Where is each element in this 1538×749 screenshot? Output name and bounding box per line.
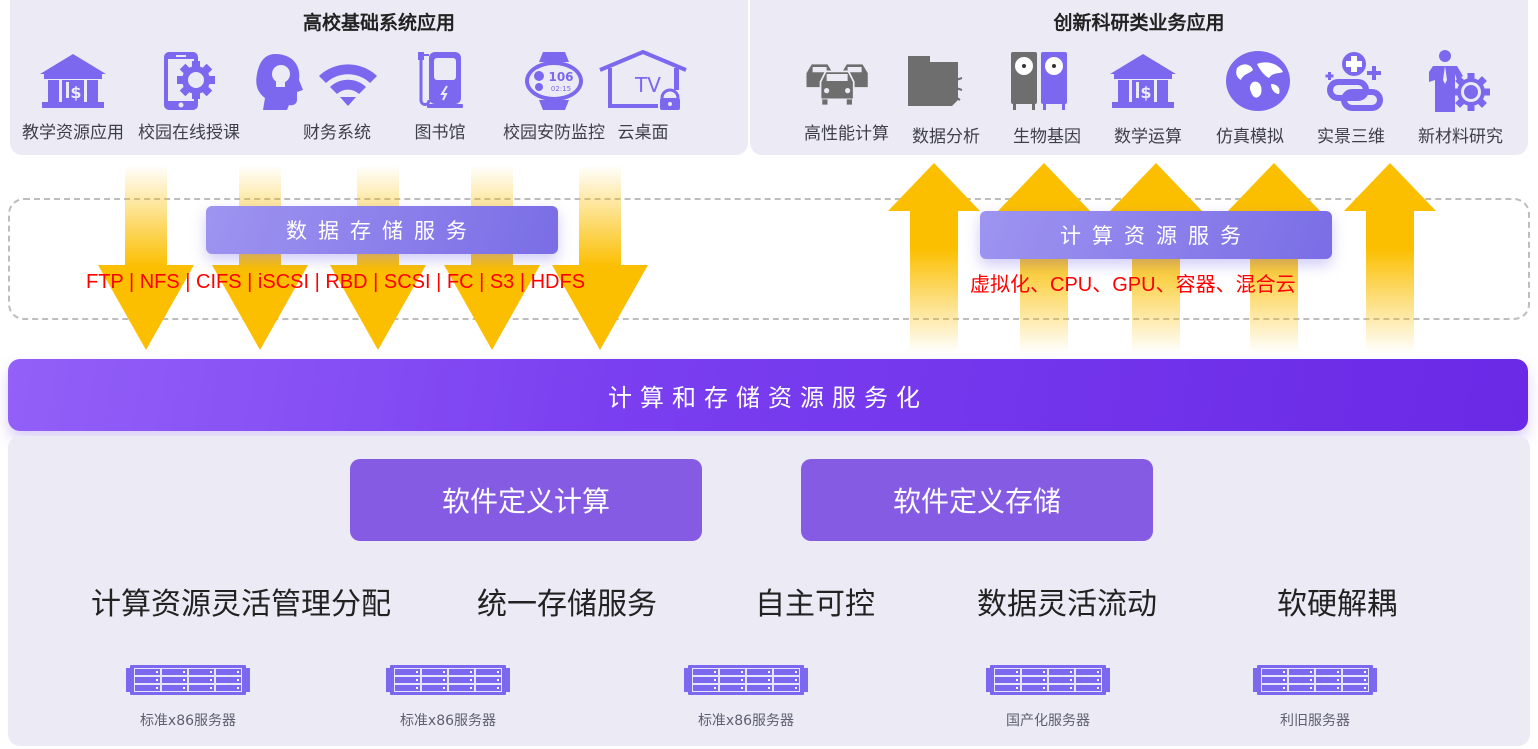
house-tv-lock-icon: TV [598, 50, 688, 112]
folder-icon [900, 50, 970, 112]
feature-autonomous-control: 自主可控 [755, 587, 875, 622]
feature-decoupling: 软硬解耦 [1277, 587, 1397, 622]
app-finance[interactable]: 财务系统 [255, 50, 371, 143]
link-plus-icon [1322, 50, 1392, 112]
resource-servitization-bar: 计算和存储资源服务化 [8, 359, 1528, 431]
services-band [8, 198, 1530, 320]
server-item: 国产化服务器 [986, 664, 1110, 730]
down-arrow-icon [212, 165, 308, 350]
campus-apps-panel: 高校基础系统应用 [10, 0, 748, 155]
server-label: 利旧服务器 [1280, 713, 1350, 729]
bank-building-icon [38, 50, 108, 112]
app-label: 数据分析 [912, 127, 980, 147]
smartwatch-icon: 106 02:15 [519, 50, 589, 112]
app-math[interactable] [1108, 50, 1178, 112]
app-label: 数学运算 [1114, 127, 1182, 147]
server-rack-icon [986, 664, 1110, 696]
app-campus-security[interactable]: 106 02:15 校园安防监控 [503, 50, 605, 143]
svg-text:02:15: 02:15 [551, 85, 571, 93]
person-gear-icon [1425, 50, 1495, 112]
app-bio-gene[interactable] [1005, 50, 1075, 112]
charger-icon [405, 50, 475, 112]
infrastructure-panel: 软件定义计算 软件定义存储 计算资源灵活管理分配 统一存储服务 自主可控 数据灵… [8, 436, 1530, 746]
app-label: 财务系统 [303, 123, 371, 143]
down-arrow-icon [444, 165, 540, 350]
software-defined-storage-button[interactable]: 软件定义存储 [801, 459, 1153, 541]
server-item: 标准x86服务器 [126, 664, 250, 730]
server-item: 标准x86服务器 [386, 664, 510, 730]
server-rack-icon [1253, 664, 1377, 696]
server-label: 国产化服务器 [1006, 713, 1090, 729]
wifi-icon [313, 50, 383, 112]
cars-icon [803, 50, 873, 112]
app-library[interactable]: 图书馆 [405, 50, 475, 143]
app-label: 教学资源应用 [22, 123, 124, 143]
app-label: 新材料研究 [1418, 127, 1503, 147]
app-label: 图书馆 [414, 123, 466, 143]
bank-building-icon [1108, 50, 1178, 112]
app-label: 实景三维 [1317, 127, 1385, 147]
storage-protocols-text: FTP | NFS | CIFS | iSCSI | RBD | SCSI | … [86, 271, 586, 293]
down-arrow-icon [330, 165, 426, 350]
svg-text:TV: TV [634, 73, 661, 97]
app-data-analysis[interactable] [900, 50, 970, 112]
compute-protocols-text: 虚拟化、CPU、GPU、容器、混合云 [970, 274, 1296, 296]
server-item: 标准x86服务器 [684, 664, 808, 730]
server-rack-icon [126, 664, 250, 696]
app-3d-reality[interactable] [1322, 50, 1392, 112]
down-arrow-icon [552, 165, 648, 350]
app-new-materials[interactable] [1425, 50, 1495, 112]
server-rack-icon [386, 664, 510, 696]
up-arrow-icon [888, 163, 980, 353]
campus-apps-title: 高校基础系统应用 [302, 12, 455, 34]
globe-icon [1223, 50, 1293, 112]
app-library-wifi[interactable] [313, 50, 383, 112]
app-simulation[interactable] [1223, 50, 1293, 112]
research-apps-title: 创新科研类业务应用 [1053, 12, 1225, 34]
app-label: 仿真模拟 [1216, 127, 1284, 147]
app-label: 校园在线授课 [138, 123, 240, 143]
app-cloud-desktop[interactable]: TV 云桌面 [598, 50, 688, 143]
phone-gear-icon [154, 50, 224, 112]
app-online-teaching[interactable]: 校园在线授课 [138, 50, 240, 143]
server-label: 标准x86服务器 [139, 713, 237, 729]
app-label: 校园安防监控 [503, 123, 605, 143]
server-label: 标准x86服务器 [399, 713, 497, 729]
server-item: 利旧服务器 [1253, 664, 1377, 730]
server-rack-icon [684, 664, 808, 696]
app-label: 生物基因 [1013, 127, 1081, 147]
compute-service-label: 计算资源服务 [980, 211, 1332, 259]
app-hpc[interactable] [803, 50, 873, 112]
server-label: 标准x86服务器 [697, 713, 795, 729]
svg-text:106: 106 [548, 70, 573, 84]
head-lightbulb-icon [245, 50, 315, 112]
feature-data-flow: 数据灵活流动 [977, 587, 1157, 622]
feature-compute-allocation: 计算资源灵活管理分配 [91, 587, 391, 622]
up-arrow-icon [1344, 163, 1436, 353]
app-label: 云桌面 [617, 123, 669, 143]
software-defined-compute-button[interactable]: 软件定义计算 [350, 459, 702, 541]
feature-unified-storage: 统一存储服务 [477, 587, 657, 622]
app-teaching-resources[interactable]: 教学资源应用 [22, 50, 124, 143]
down-arrow-icon [98, 165, 194, 350]
lab-cabinets-icon [1005, 50, 1075, 112]
app-label: 高性能计算 [804, 124, 889, 144]
storage-service-label: 数据存储服务 [206, 206, 558, 254]
